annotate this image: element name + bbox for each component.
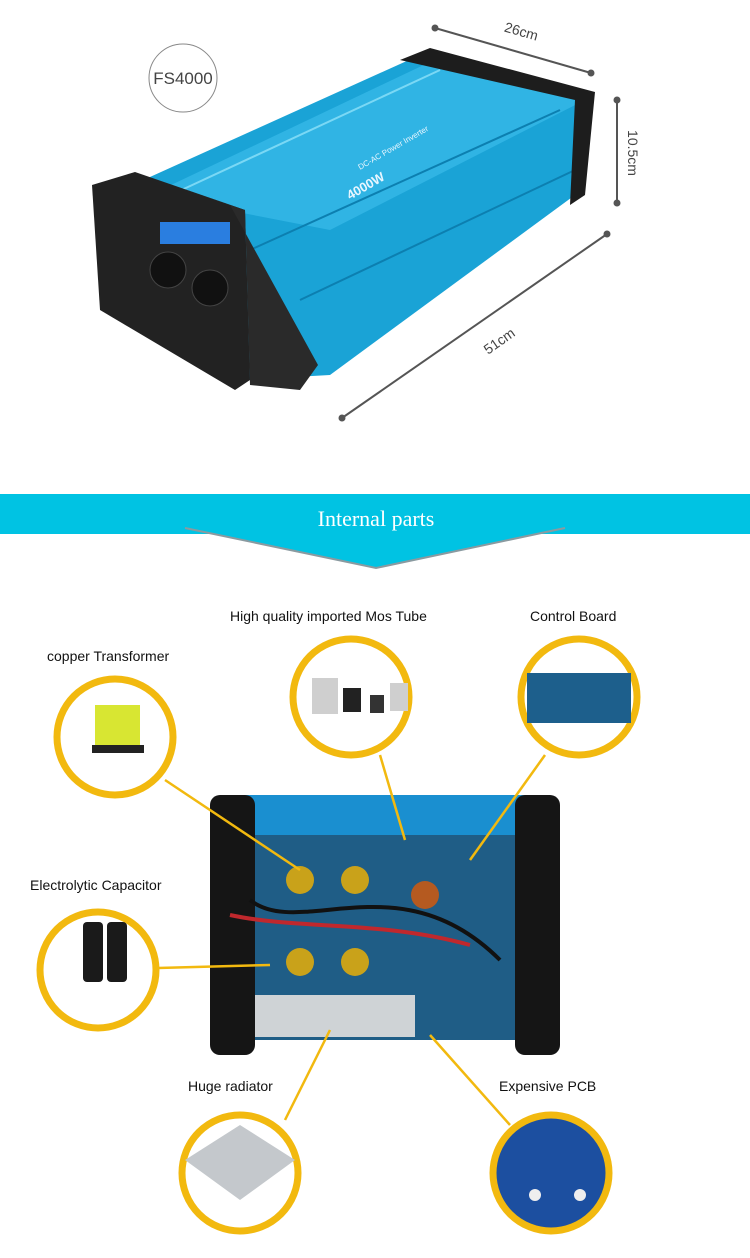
svg-text:Control Board: Control Board <box>530 608 616 624</box>
part-mos-tube: High quality imported Mos Tube <box>230 608 427 759</box>
svg-text:Expensive PCB: Expensive PCB <box>499 1078 596 1094</box>
dimension-height: 10.5cm <box>613 96 641 207</box>
svg-text:Electrolytic Capacitor: Electrolytic Capacitor <box>30 877 162 893</box>
model-badge: FS4000 <box>148 43 218 113</box>
part-pcb: Expensive PCB <box>489 1078 613 1235</box>
svg-text:26cm: 26cm <box>503 19 540 44</box>
part-control-board: Control Board <box>517 608 641 759</box>
lcd-display <box>160 222 230 244</box>
banner-title: Internal parts <box>318 506 435 531</box>
part-radiator: Huge radiator <box>178 1078 302 1235</box>
svg-text:Huge radiator: Huge radiator <box>188 1078 273 1094</box>
svg-text:10.5cm: 10.5cm <box>625 130 641 176</box>
connector-lines <box>157 754 547 1126</box>
section-banner: Internal parts <box>0 494 750 570</box>
socket-2 <box>191 269 229 307</box>
part-capacitor: Electrolytic Capacitor <box>30 877 162 1032</box>
svg-text:High quality imported Mos Tube: High quality imported Mos Tube <box>230 608 427 624</box>
part-transformer: copper Transformer <box>47 648 177 799</box>
svg-text:51cm: 51cm <box>481 325 518 358</box>
inverter-product-image: 4000W DC-AC Power Inverter <box>92 48 595 390</box>
internal-view-image <box>210 795 560 1055</box>
socket-1 <box>149 251 187 289</box>
svg-text:copper Transformer: copper Transformer <box>47 648 169 664</box>
model-badge-text: FS4000 <box>153 69 213 88</box>
